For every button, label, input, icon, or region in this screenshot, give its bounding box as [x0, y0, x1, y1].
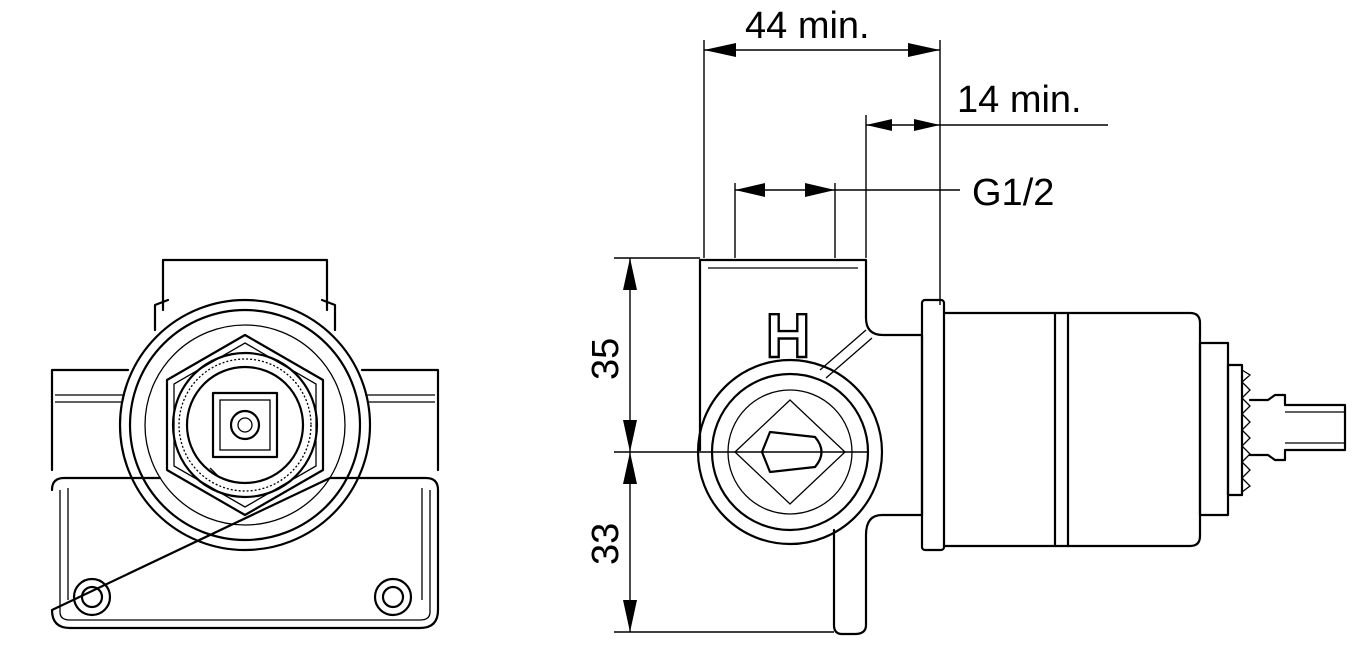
dimension-35: 35 — [585, 338, 627, 380]
front-view — [50, 258, 440, 630]
dimension-lines — [614, 40, 1108, 633]
dimension-thread: G1/2 — [972, 172, 1054, 214]
dimension-33: 33 — [585, 523, 627, 565]
dimension-44-min: 44 min. — [745, 5, 870, 47]
side-view: H — [696, 258, 1347, 636]
dimension-14-min: 14 min. — [957, 79, 1082, 121]
